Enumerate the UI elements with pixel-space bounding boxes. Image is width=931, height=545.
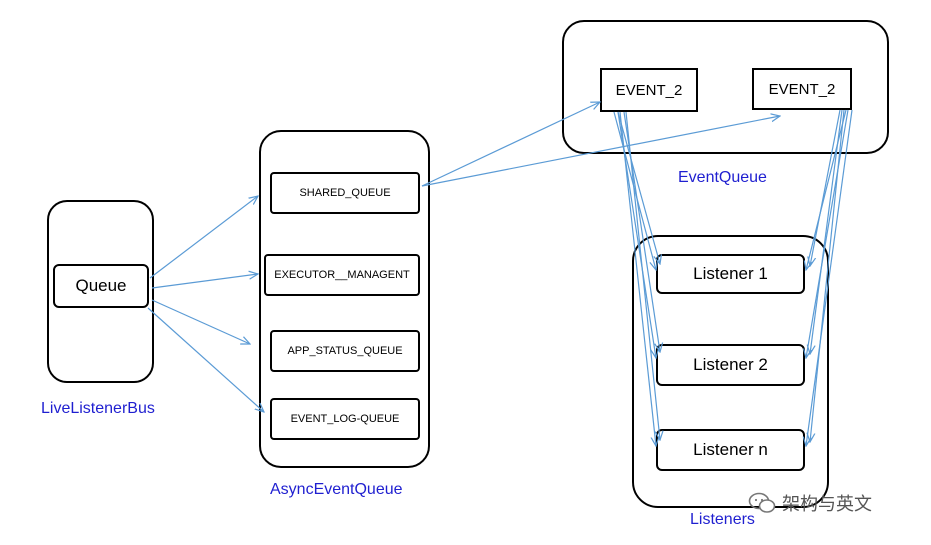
event-queue-container — [562, 20, 889, 154]
arrow-event2-to-listenern-b — [810, 109, 845, 442]
watermark: 架构与英文 — [748, 488, 908, 518]
caption-event-queue: EventQueue — [678, 169, 767, 186]
watermark-text: 架构与英文 — [782, 494, 872, 515]
arrow-event2-to-listener1-a — [806, 109, 847, 270]
caption-listeners: Listeners — [690, 511, 755, 528]
listener-n-box: Listener n — [656, 429, 805, 471]
app-status-queue-box: APP_STATUS_QUEUE — [270, 330, 420, 372]
arrow-queue-to-event-log — [147, 307, 264, 412]
arrow-event2-to-listener1-b — [810, 109, 841, 266]
event-box-1: EVENT_2 — [600, 68, 698, 112]
shared-queue-box: SHARED_QUEUE — [270, 172, 420, 214]
arrow-event1-to-listenern-a — [619, 111, 656, 446]
arrow-queue-to-executor — [151, 274, 258, 289]
listener-2-box: Listener 2 — [656, 344, 805, 386]
arrow-event1-to-listener1-b — [617, 111, 660, 264]
event-log-queue-box: EVENT_LOG-QUEUE — [270, 398, 420, 440]
arrow-event1-to-listenern-b — [625, 111, 660, 440]
caption-async-event-queue: AsyncEventQueue — [270, 481, 403, 498]
live-listener-bus-container — [47, 200, 154, 383]
arrow-event2-to-listener2-a — [806, 109, 849, 358]
arrow-shared-to-event-2 — [421, 116, 780, 187]
arrow-queue-to-shared — [149, 196, 258, 279]
caption-live-listener-bus: LiveListenerBus — [41, 400, 155, 417]
async-event-queue-container — [259, 130, 430, 468]
arrow-event1-to-listener1-a — [613, 111, 656, 270]
arrow-event2-to-listener2-b — [810, 109, 843, 354]
arrow-shared-to-event-1 — [421, 102, 600, 187]
arrow-event2-to-listenern-a — [806, 109, 853, 446]
executor-management-box: EXECUTOR__MANAGENT — [264, 254, 420, 296]
listener-1-box: Listener 1 — [656, 254, 805, 294]
queue-box: Queue — [53, 264, 149, 308]
event-box-2: EVENT_2 — [752, 68, 852, 110]
listeners-container — [632, 235, 829, 508]
arrow-queue-to-app-status — [151, 299, 250, 344]
wechat-icon — [748, 492, 776, 513]
